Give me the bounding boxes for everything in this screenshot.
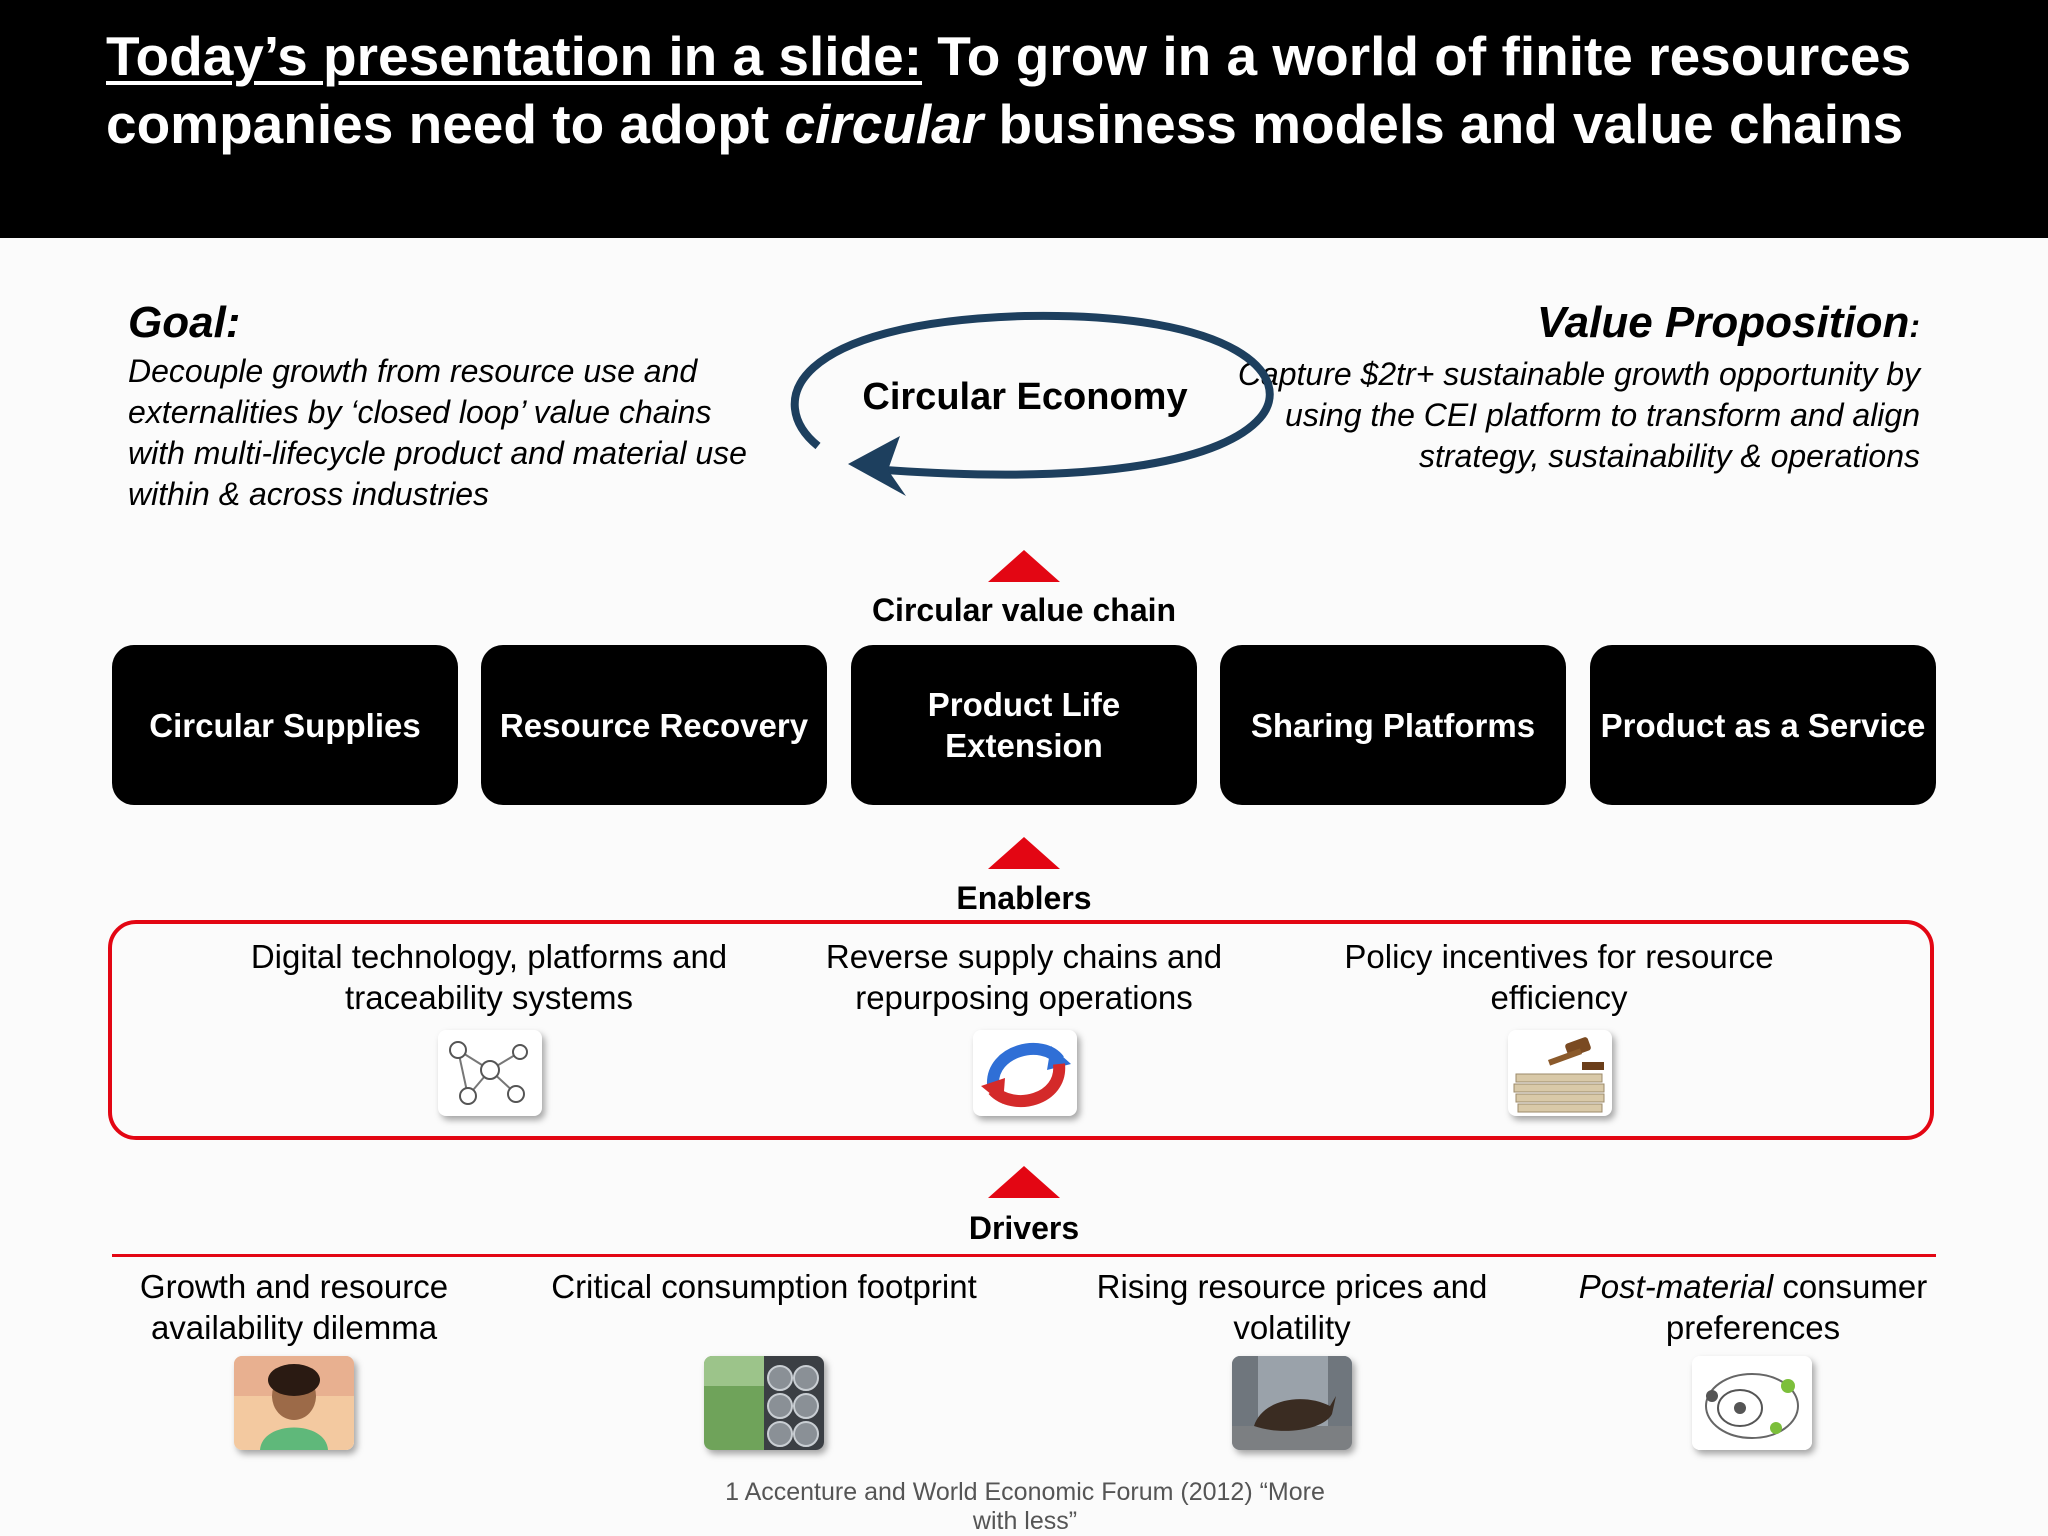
gavel-icon: [1508, 1030, 1612, 1116]
value-chain-box-circular-supplies: Circular Supplies: [112, 645, 458, 805]
title-part-1: To grow in a world of finite resources c…: [106, 25, 1912, 155]
circular-loop-icon: [790, 311, 1274, 496]
enabler-digital-technology: Digital technology, platforms and tracea…: [250, 938, 728, 1016]
drivers-divider: [112, 1254, 1936, 1257]
value-chain-box-resource-recovery: Resource Recovery: [481, 645, 827, 805]
goal-heading: Goal:: [128, 298, 241, 347]
child-photo-icon: [234, 1356, 354, 1450]
value-chain-box-product-life-extension: Product Life Extension: [851, 645, 1197, 805]
value-proposition-block: Value Proposition: Capture $2tr+ sustain…: [1220, 295, 1920, 477]
enabler-policy-incentives: Policy incentives for resource efficienc…: [1344, 938, 1774, 1016]
goal-block: Goal: Decouple growth from resource use …: [128, 295, 768, 515]
circular-economy-label: Circular Economy: [862, 376, 1188, 418]
drivers-label: Drivers: [968, 1210, 1080, 1246]
footnote: 1 Accenture and World Economic Forum (20…: [725, 1478, 1325, 1535]
bull-photo-icon: [1232, 1356, 1352, 1450]
resources-photo-icon: [704, 1356, 824, 1450]
value-chain-box-sharing-platforms: Sharing Platforms: [1220, 645, 1566, 805]
enabler-reverse-supply-chains: Reverse supply chains and repurposing op…: [825, 938, 1223, 1016]
circular-value-chain-label: Circular value chain: [871, 592, 1177, 628]
driver-rising-prices: Rising resource prices and volatility: [1096, 1268, 1488, 1346]
title-italic: circular: [784, 93, 984, 155]
driver-growth-dilemma: Growth and resource availability dilemma: [139, 1268, 449, 1346]
driver-consumption-footprint: Critical consumption footprint: [551, 1268, 977, 1305]
up-arrow-icon: [988, 1166, 1060, 1198]
title-part-2: business models and value chains: [983, 93, 1904, 155]
slide-title: Today’s presentation in a slide: To grow…: [106, 22, 2006, 158]
up-arrow-icon: [988, 550, 1060, 582]
enablers-label: Enablers: [956, 880, 1092, 916]
up-arrow-icon: [988, 837, 1060, 869]
value-proposition-text: Capture $2tr+ sustainable growth opportu…: [1237, 356, 1920, 474]
lifecycle-diagram-icon: [1692, 1356, 1812, 1450]
driver-post-material-preferences: Post-material consumer preferences: [1578, 1268, 1928, 1346]
title-lead: Today’s presentation in a slide:: [106, 25, 923, 87]
enablers-frame: [108, 920, 1934, 1140]
goal-text: Decouple growth from resource use and ex…: [128, 353, 747, 512]
value-chain-box-product-as-a-service: Product as a Service: [1590, 645, 1936, 805]
network-diagram-icon: [438, 1030, 542, 1116]
title-bar: Today’s presentation in a slide: To grow…: [0, 0, 2048, 238]
reverse-arrows-icon: [973, 1030, 1077, 1116]
value-proposition-heading: Value Proposition:: [1536, 298, 1920, 347]
